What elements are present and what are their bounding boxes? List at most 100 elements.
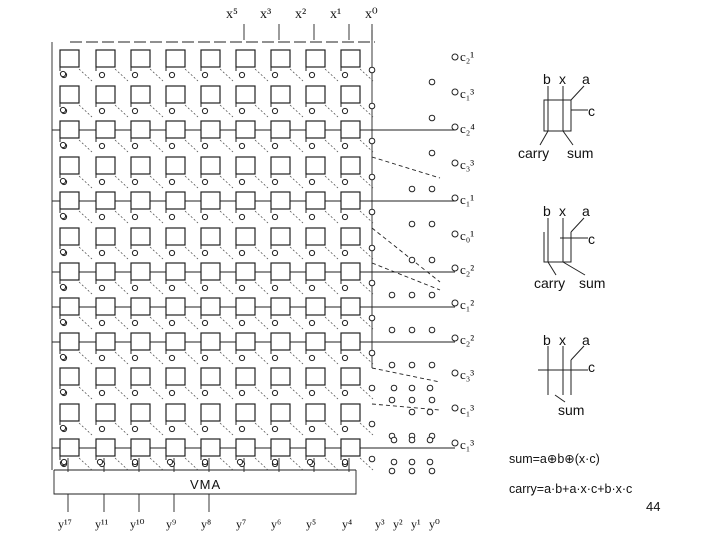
array-cell: [340, 332, 361, 351]
cell-connector: [289, 68, 304, 82]
carry-node: [341, 142, 349, 150]
array-cell: [235, 49, 256, 68]
array-cell: [305, 85, 326, 104]
carry-node: [201, 389, 209, 397]
c-node: [451, 194, 459, 202]
cell-connector: [184, 104, 199, 118]
cell-connector: [289, 210, 304, 224]
cell-connector: [324, 457, 339, 471]
output-node: [428, 114, 436, 122]
output-node: [408, 467, 416, 475]
array-cell: [270, 438, 291, 457]
array-cell: [165, 85, 186, 104]
output-node: [428, 185, 436, 193]
array-cell: [59, 227, 80, 246]
output-node: [428, 291, 436, 299]
bottom-node: [60, 458, 68, 466]
legend-output-carry: carry: [534, 275, 566, 291]
cell-connector: [78, 246, 93, 260]
legend-input-x: x: [559, 332, 566, 348]
array-cell: [200, 262, 221, 281]
carry-node: [271, 107, 279, 115]
c-node: [451, 159, 459, 167]
array-cell: [305, 49, 326, 68]
sum-equation: sum=a⊕b⊕(x·c): [509, 452, 600, 466]
array-cell: [200, 85, 221, 104]
bottom-node: [166, 458, 174, 466]
cell-connector: [254, 316, 269, 330]
array-cell: [340, 227, 361, 246]
carry-node: [238, 425, 246, 433]
array-cell: [95, 156, 116, 175]
c-node: [451, 404, 459, 412]
y-label: y²: [393, 517, 403, 531]
carry-node: [131, 213, 139, 221]
y-label: y⁴: [342, 517, 353, 531]
cell-connector: [359, 351, 374, 365]
carry-node: [131, 71, 139, 79]
c-node: [451, 369, 459, 377]
carry-equation: carry=a·b+a·x·c+b·x·c: [509, 482, 633, 496]
carry-node: [98, 249, 106, 257]
array-cell: [305, 191, 326, 210]
array-cell: [235, 227, 256, 246]
carry-node: [98, 71, 106, 79]
output-node: [390, 436, 398, 444]
cell-connector: [114, 457, 129, 471]
output-node: [408, 396, 416, 404]
carry-node: [341, 249, 349, 257]
carry-node: [308, 354, 316, 362]
cell-connector: [114, 104, 129, 118]
c-node: [451, 88, 459, 96]
edge-node: [368, 279, 376, 287]
array-cell: [95, 191, 116, 210]
carry-node: [201, 354, 209, 362]
carry-node: [201, 142, 209, 150]
array-cell: [165, 191, 186, 210]
cell-connector: [219, 175, 234, 189]
array-cell: [59, 332, 80, 351]
output-node: [428, 78, 436, 86]
output-node: [408, 384, 416, 392]
array-cell: [340, 49, 361, 68]
cell-connector: [184, 68, 199, 82]
carry-node: [201, 249, 209, 257]
carry-node: [271, 425, 279, 433]
cell-connector: [78, 351, 93, 365]
cell-connector: [149, 386, 164, 400]
cell-connector: [219, 139, 234, 153]
edge-node: [368, 420, 376, 428]
carry-node: [238, 71, 246, 79]
array-cell: [130, 332, 151, 351]
carry-node: [98, 354, 106, 362]
cell-connector: [289, 246, 304, 260]
edge-node: [368, 208, 376, 216]
array-cell: [200, 332, 221, 351]
array-cell: [270, 262, 291, 281]
carry-node: [98, 213, 106, 221]
array-cell: [200, 156, 221, 175]
cell-connector: [289, 104, 304, 118]
y-label: y¹¹: [95, 517, 109, 531]
output-node: [408, 458, 416, 466]
array-cell: [59, 367, 80, 386]
array-cell: [340, 297, 361, 316]
edge-node: [368, 384, 376, 392]
carry-node: [168, 249, 176, 257]
bottom-node: [341, 458, 349, 466]
carry-node: [131, 249, 139, 257]
cell-connector: [359, 104, 374, 118]
cell-connector: [149, 139, 164, 153]
x-label: x¹: [330, 7, 342, 22]
cell-connector: [324, 210, 339, 224]
array-cell: [305, 367, 326, 386]
edge-node: [368, 349, 376, 357]
output-node: [428, 361, 436, 369]
legend-input-a: a: [582, 332, 590, 348]
array-cell: [305, 297, 326, 316]
output-node: [426, 436, 434, 444]
array-cell: [165, 367, 186, 386]
array-cell: [59, 49, 80, 68]
cell-connector: [254, 246, 269, 260]
output-node: [408, 220, 416, 228]
